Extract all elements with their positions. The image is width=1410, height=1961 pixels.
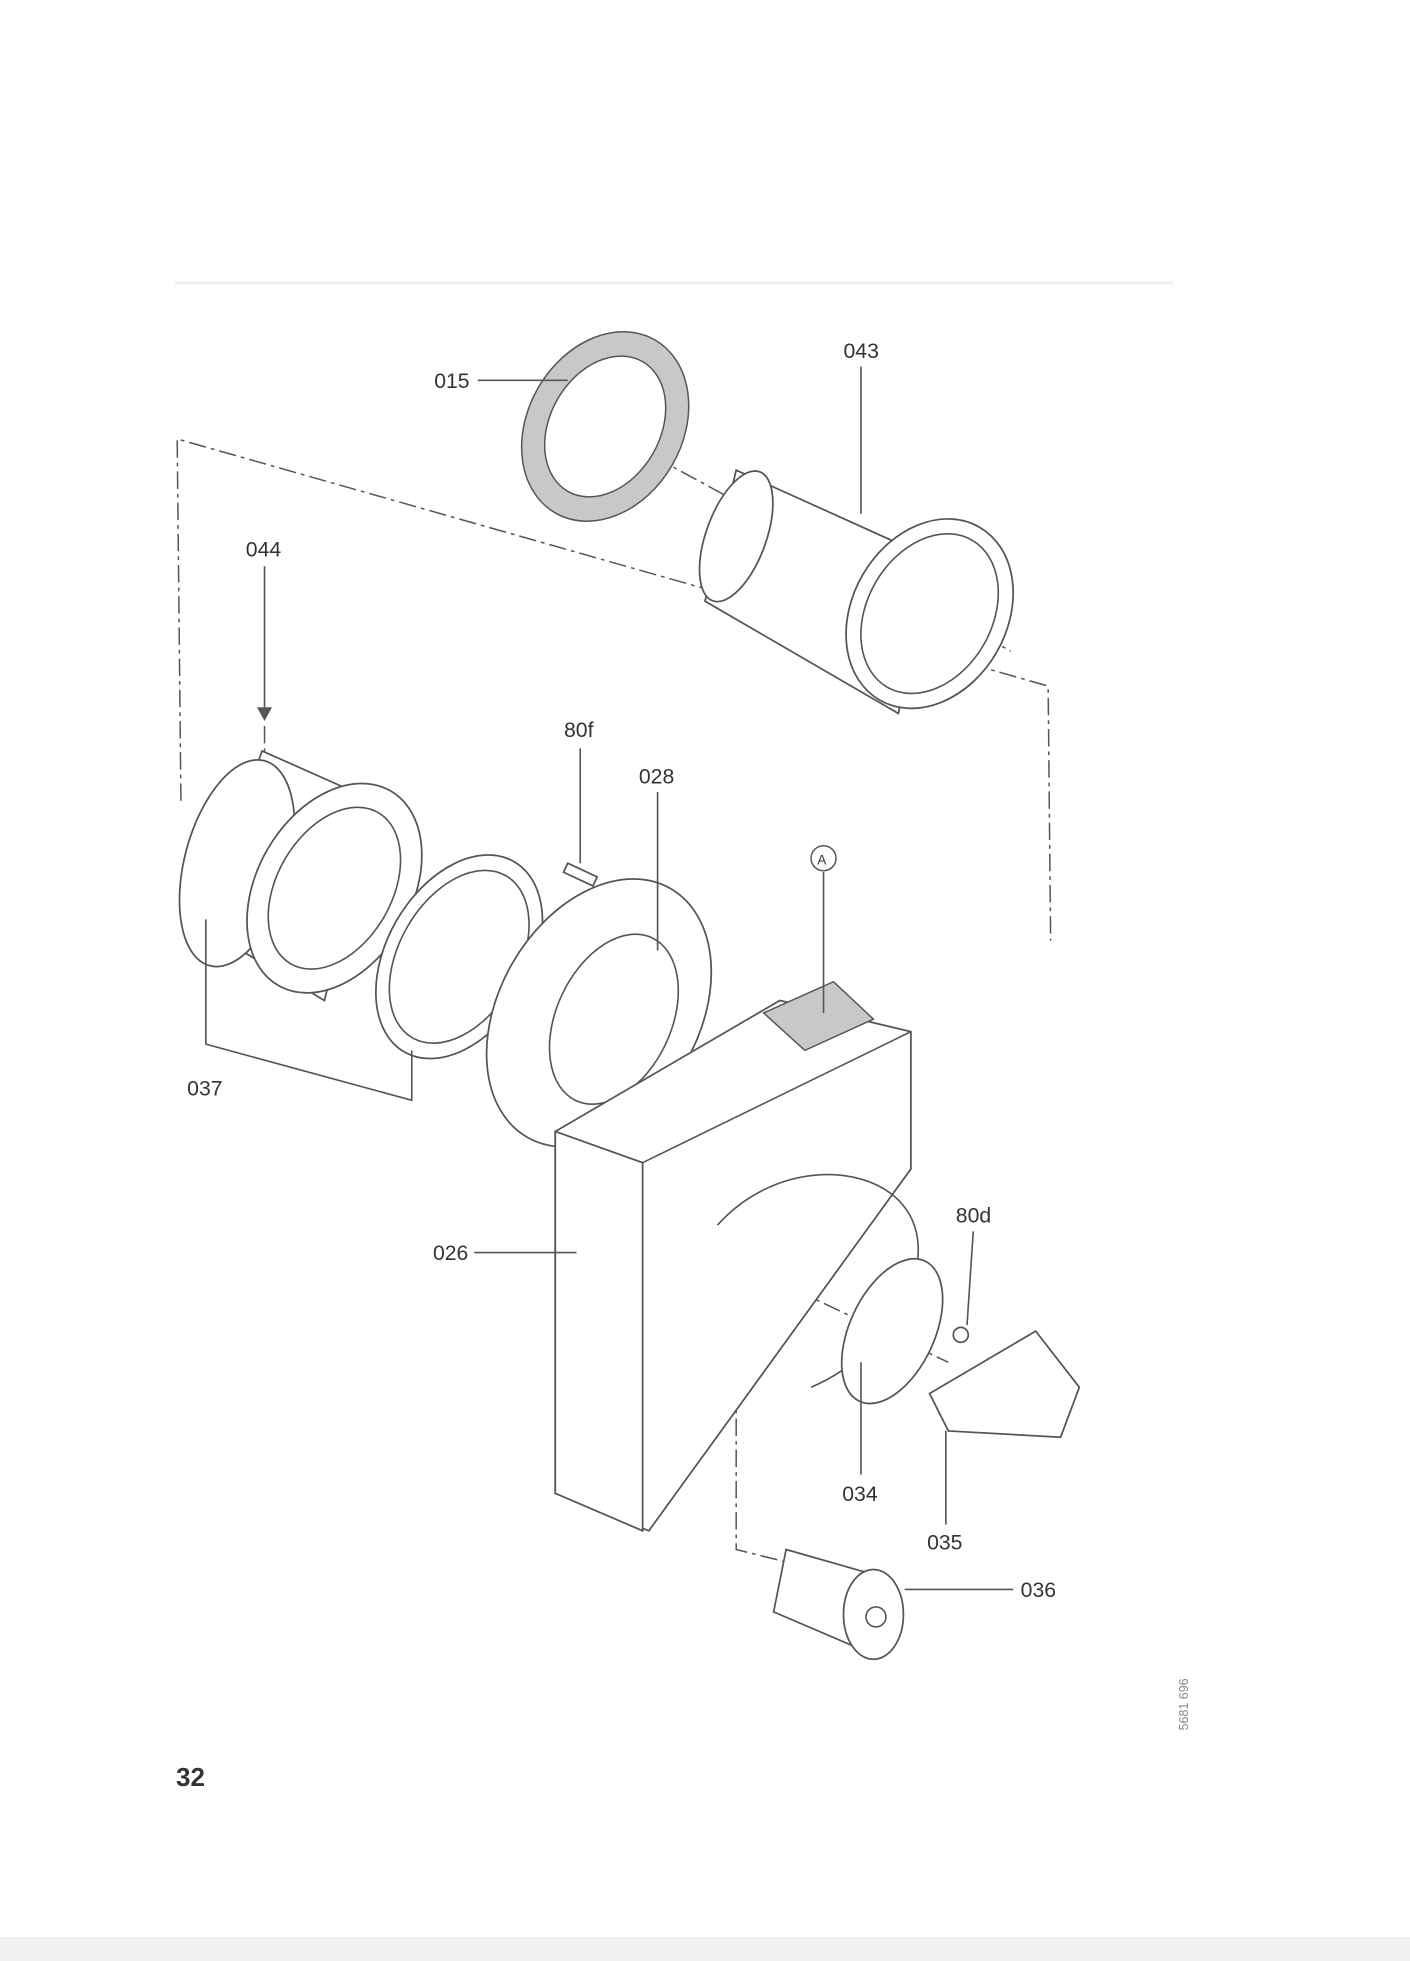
part-036-motor (772, 1548, 1014, 1661)
part-026-housing (474, 871, 919, 1533)
label-026: 026 (433, 1242, 468, 1265)
label-035: 035 (927, 1531, 962, 1554)
part-034-disc (840, 1257, 944, 1475)
assembly-axis-line (176, 437, 1052, 941)
part-043-tube (698, 366, 1015, 715)
label-callout-a: A (817, 852, 827, 867)
label-015: 015 (434, 370, 469, 393)
label-043: 043 (844, 340, 879, 363)
label-034: 034 (842, 1483, 878, 1506)
part-044-screw (257, 566, 273, 721)
label-area-a (762, 980, 875, 1052)
label-037: 037 (187, 1077, 222, 1100)
part-80f-pin (562, 748, 599, 888)
viewer-bottom-bar (0, 1937, 1410, 1961)
label-044: 044 (246, 538, 282, 561)
part-015-gasket (477, 331, 690, 522)
label-028: 028 (639, 765, 674, 788)
label-036: 036 (1021, 1579, 1056, 1602)
drawing-number: 5681 696 (1177, 1678, 1191, 1730)
part-035-bracket (928, 1329, 1081, 1525)
part-80d-screw (952, 1231, 975, 1344)
label-80d: 80d (956, 1205, 991, 1228)
label-80f: 80f (564, 719, 594, 742)
callout-a-circle (810, 844, 837, 872)
page-number: 32 (176, 1762, 205, 1792)
